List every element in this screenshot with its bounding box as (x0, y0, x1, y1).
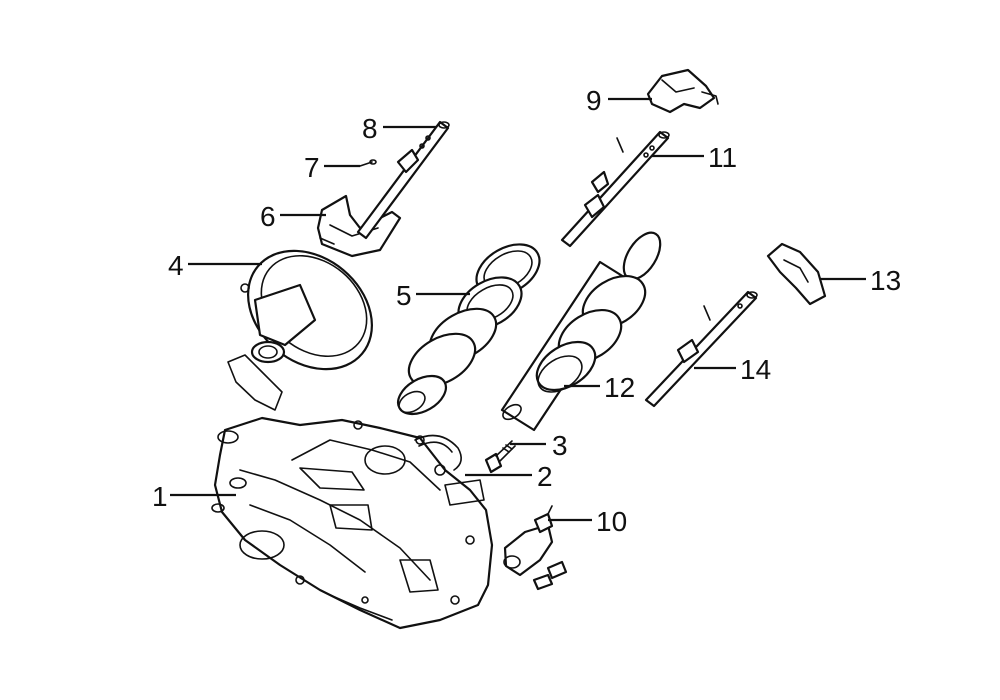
callout-13: 13 (870, 265, 901, 296)
callout-2: 2 (537, 461, 553, 492)
callout-6: 6 (260, 201, 276, 232)
callout-7: 7 (304, 152, 320, 183)
callout-12: 12 (604, 372, 635, 403)
differential-ring-gear (240, 249, 373, 371)
callout-9: 9 (586, 85, 602, 116)
callout-11: 11 (708, 142, 737, 173)
callout-4: 4 (168, 250, 184, 281)
shift-fork-13 (766, 242, 827, 306)
callout-3: 3 (552, 430, 568, 461)
shift-rod-14 (644, 290, 758, 408)
transmission-case (211, 354, 494, 630)
callout-14: 14 (740, 354, 771, 385)
callout-5: 5 (396, 280, 412, 311)
plug-bolt (484, 440, 516, 474)
reverse-idler-lever (503, 505, 568, 591)
callout-labels: 1 2 3 4 5 6 7 8 9 10 11 12 13 14 (152, 85, 901, 537)
callout-8: 8 (362, 113, 378, 144)
countershaft-gear-cluster (397, 243, 541, 416)
shift-rod-11 (560, 130, 670, 248)
roll-pin-7 (359, 159, 377, 167)
shift-rod-8 (356, 120, 450, 240)
shift-arm-bracket (646, 68, 719, 114)
leader-lines (170, 97, 866, 522)
snap-ring (414, 434, 462, 476)
mainshaft (500, 231, 662, 432)
callout-10: 10 (596, 506, 627, 537)
callout-1: 1 (152, 481, 168, 512)
shift-fork-6 (316, 194, 402, 258)
